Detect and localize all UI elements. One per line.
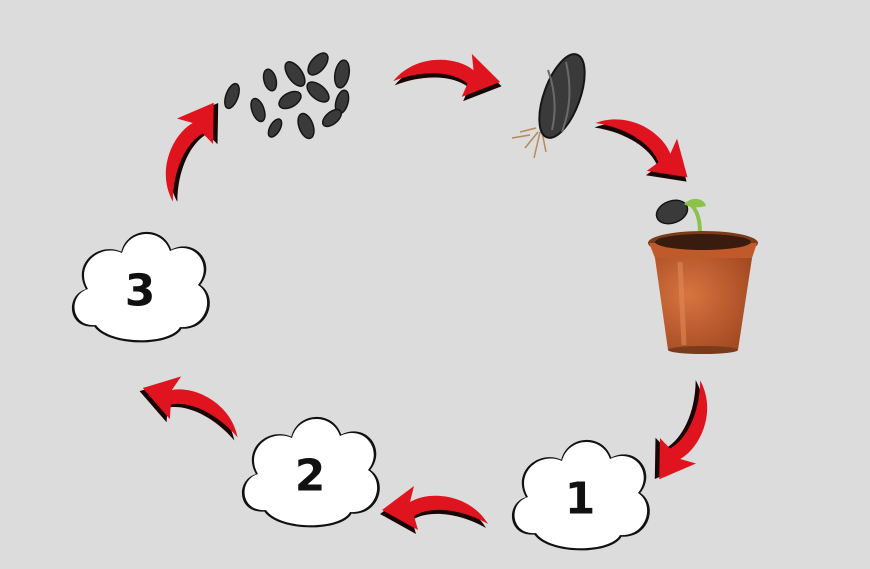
arrow-seeds-to-germinating xyxy=(392,43,505,107)
arrow-germinating-to-pot xyxy=(590,93,703,198)
cloud-step-2: 2 xyxy=(241,416,380,528)
cloud-step-3: 3 xyxy=(71,231,210,343)
cloud-step-1: 1 xyxy=(511,439,650,551)
potted-seedling-icon xyxy=(648,198,758,354)
seeds-pile-icon xyxy=(224,52,351,140)
step-3-label: 3 xyxy=(125,266,156,317)
arrow-step-1-to-step-2 xyxy=(380,486,488,534)
germinating-seed-icon xyxy=(511,53,586,159)
arrow-step-3-to-seeds xyxy=(139,90,236,205)
step-2-label: 2 xyxy=(295,451,326,502)
arrow-pot-to-step-1 xyxy=(637,377,734,492)
arrow-step-2-to-step-3 xyxy=(132,365,251,447)
step-1-label: 1 xyxy=(565,474,596,525)
